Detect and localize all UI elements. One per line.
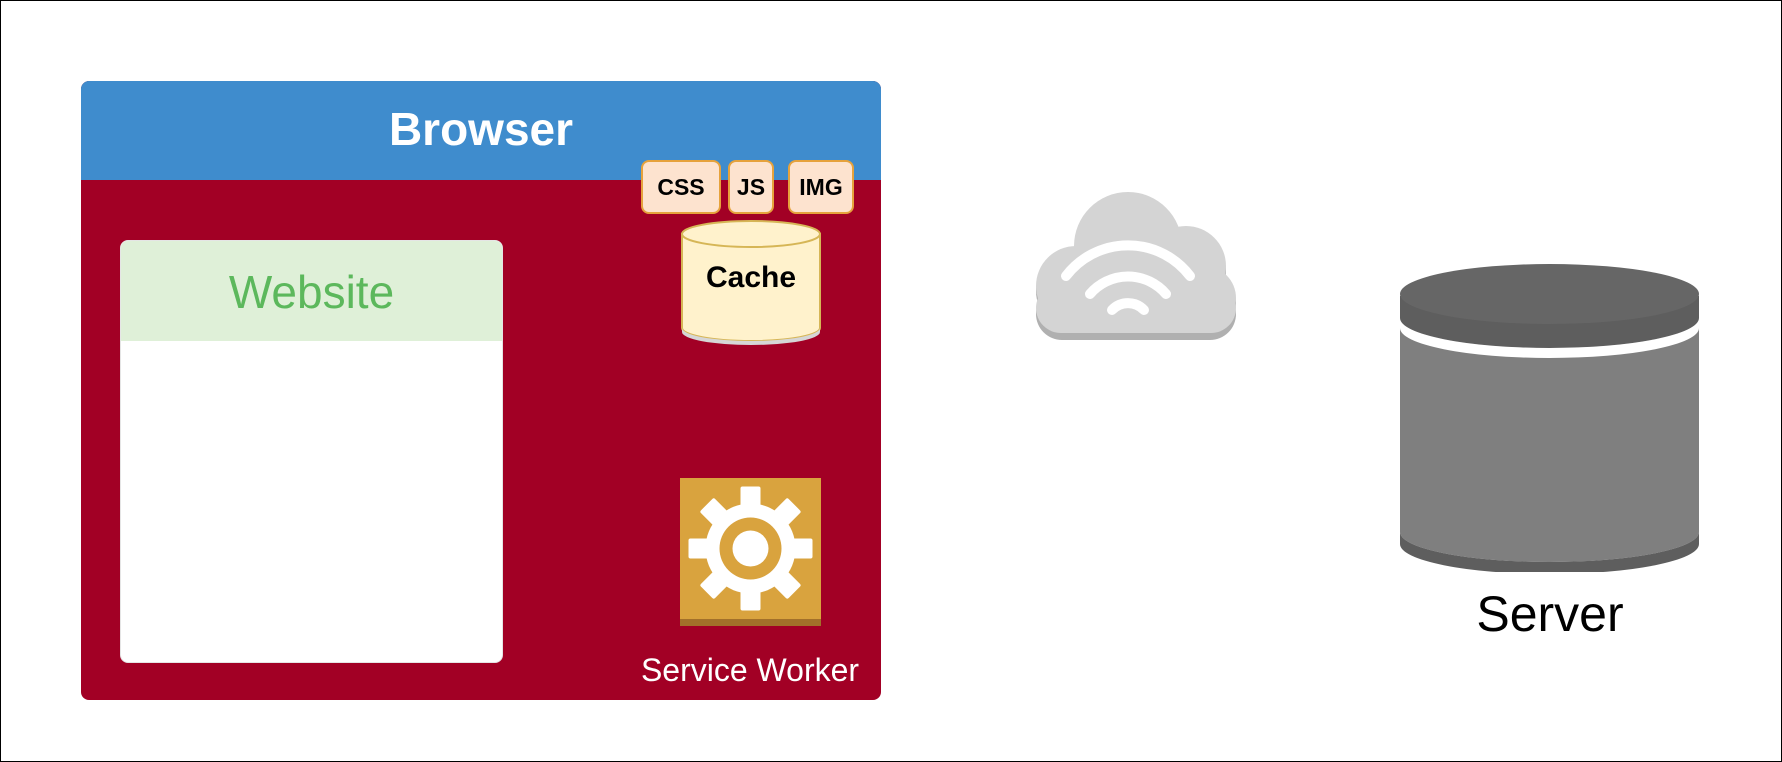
css-file-tag: CSS <box>641 160 721 214</box>
gear-icon <box>680 478 821 626</box>
website-title: Website <box>228 266 395 318</box>
website-panel: Website <box>120 240 503 663</box>
cache-cylinder-icon <box>681 220 821 345</box>
cache-label: Cache <box>705 261 797 294</box>
wifi-cloud-icon <box>1036 192 1236 340</box>
service-worker-label: Service Worker <box>640 652 860 688</box>
js-file-tag: JS <box>728 160 774 214</box>
img-file-tag: IMG <box>788 160 854 214</box>
database-cylinder-icon <box>1400 264 1699 572</box>
browser-title: Browser <box>388 103 574 155</box>
website-header <box>121 241 502 341</box>
server-label: Server <box>1476 586 1624 642</box>
